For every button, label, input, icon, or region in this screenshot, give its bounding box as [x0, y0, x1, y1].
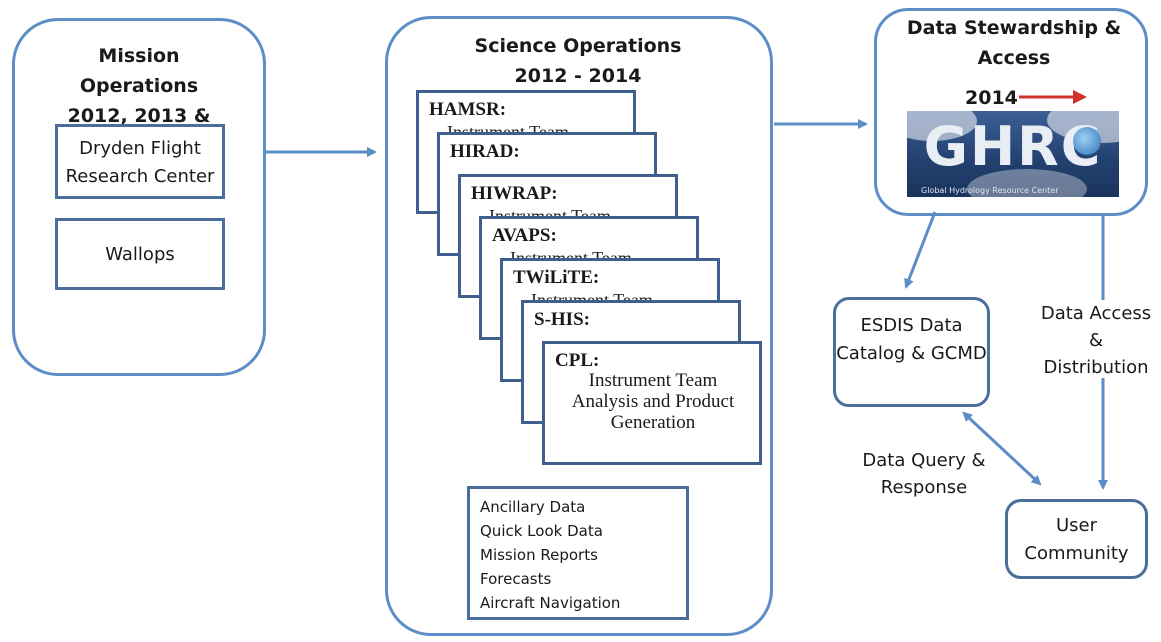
product-item: Aircraft Navigation: [480, 594, 621, 612]
instrument-name: AVAPS:: [492, 225, 557, 246]
user-community-label: User Community: [1024, 515, 1129, 564]
wallops-label: Wallops: [105, 244, 175, 265]
globe-icon: [1073, 127, 1101, 155]
product-item: Ancillary Data: [480, 498, 586, 516]
card-text-partial: Instrument Team: [471, 207, 611, 217]
instrument-name: S-HIS:: [534, 309, 590, 330]
user-community-box: User Community: [1005, 499, 1148, 579]
mission-operations-panel: Mission Operations 2012, 2013 & 2014 Dry…: [12, 18, 266, 376]
ghrc-logo: GHRC Global Hydrology Resource Center: [907, 111, 1119, 197]
data-stewardship-panel: Data Stewardship & Access 2014 GHRC Glob…: [874, 8, 1148, 216]
instrument-team-text: Instrument Team Analysis and Product Gen…: [571, 370, 735, 433]
instrument-name: HAMSR:: [429, 99, 507, 120]
instrument-name: CPL:: [555, 350, 600, 371]
data-stewardship-title: Data Stewardship & Access: [906, 17, 1122, 69]
esdis-box: ESDIS Data Catalog & GCMD: [833, 297, 990, 407]
data-access-label: Data Access & Distribution: [1040, 303, 1152, 378]
data-query-label: Data Query & Response: [862, 450, 986, 498]
bidirectional-arrow-icon: [962, 411, 1042, 486]
instrument-card-cpl: CPL: Instrument Team Analysis and Produc…: [542, 341, 762, 465]
wallops-box: Wallops: [55, 218, 225, 290]
logo-letters: GHRC: [923, 115, 1103, 178]
down-left-arrow-icon: [904, 211, 937, 289]
card-text-partial: Instrument Team: [513, 291, 653, 301]
product-item: Quick Look Data: [480, 522, 603, 540]
dryden-box: Dryden Flight Research Center: [55, 124, 225, 199]
stewardship-year: 2014: [965, 87, 1018, 109]
science-operations-title: Science Operations 2012 - 2014: [474, 35, 682, 87]
product-item: Mission Reports: [480, 546, 598, 564]
instrument-name: HIRAD:: [450, 141, 520, 162]
esdis-label: ESDIS Data Catalog & GCMD: [836, 315, 987, 364]
product-item: Forecasts: [480, 570, 552, 588]
card-text-partial: Instrument Team: [492, 249, 632, 259]
instrument-name: HIWRAP:: [471, 183, 558, 204]
red-right-arrow-icon: [1019, 90, 1087, 104]
logo-tagline: Global Hydrology Resource Center: [921, 186, 1059, 195]
card-text-partial: Instrument Team: [429, 123, 569, 133]
instrument-name: TWiLiTE:: [513, 267, 600, 288]
products-box: Ancillary Data Quick Look Data Mission R…: [467, 486, 689, 620]
dryden-label: Dryden Flight Research Center: [65, 138, 215, 187]
